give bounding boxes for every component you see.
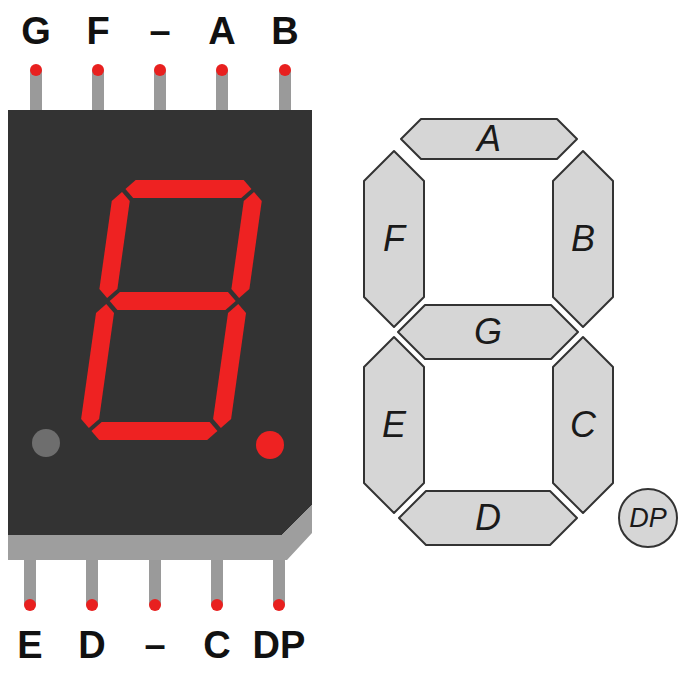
segment-polygon bbox=[401, 119, 577, 159]
lit-segment bbox=[212, 304, 247, 428]
segment-label: F bbox=[383, 221, 405, 257]
unlit-dot bbox=[32, 429, 60, 457]
segment-polygon bbox=[364, 151, 424, 327]
pin bbox=[211, 556, 223, 605]
segment-label: A bbox=[477, 121, 501, 157]
lit-segment bbox=[108, 292, 237, 310]
top-pins bbox=[30, 64, 291, 114]
pin-name: C bbox=[203, 626, 230, 664]
pin bbox=[30, 70, 42, 114]
lit-segment bbox=[98, 192, 131, 298]
segment-shape: G bbox=[397, 304, 579, 360]
segment-label: E bbox=[382, 407, 406, 443]
pin-tip bbox=[86, 599, 98, 611]
segment-label: C bbox=[570, 407, 596, 443]
segment-shape: F bbox=[363, 150, 425, 328]
pin-tip bbox=[149, 599, 161, 611]
pin-name: D bbox=[78, 626, 105, 664]
pin bbox=[273, 556, 285, 605]
segment-polygon bbox=[398, 305, 578, 359]
pin-tip bbox=[92, 64, 104, 76]
segment-polygon bbox=[553, 151, 613, 327]
pin-name: F bbox=[86, 12, 109, 50]
lit-segment bbox=[90, 422, 219, 440]
pin-tip bbox=[211, 599, 223, 611]
pin bbox=[149, 556, 161, 605]
pin-name: A bbox=[208, 12, 235, 50]
decimal-point-circle: DP bbox=[618, 488, 678, 548]
pin bbox=[216, 70, 228, 114]
segment-shape: B bbox=[552, 150, 614, 328]
segment-shape: A bbox=[400, 118, 578, 160]
segment-shape: D bbox=[398, 490, 578, 546]
segment-polygon bbox=[364, 337, 424, 513]
pin-tip bbox=[216, 64, 228, 76]
segment-label: G bbox=[474, 314, 502, 350]
segment-label: D bbox=[475, 500, 501, 536]
package-body bbox=[8, 110, 312, 535]
pin-name: G bbox=[21, 12, 51, 50]
bottom-pins bbox=[24, 556, 285, 611]
segment-shape: C bbox=[552, 336, 614, 514]
package-base bbox=[8, 505, 312, 560]
pin-tip bbox=[273, 599, 285, 611]
pin bbox=[24, 556, 36, 605]
pin bbox=[92, 70, 104, 114]
pin-name: DP bbox=[253, 626, 306, 664]
segment-label: B bbox=[571, 221, 595, 257]
segment-polygon bbox=[553, 337, 613, 513]
pin bbox=[154, 70, 166, 114]
segment-label: DP bbox=[629, 505, 667, 532]
pin-name: – bbox=[149, 12, 170, 50]
pin-tip bbox=[279, 64, 291, 76]
pin-name: – bbox=[144, 626, 165, 664]
decimal-point-shape bbox=[619, 489, 677, 547]
segment-shape: E bbox=[363, 336, 425, 514]
lit-digit bbox=[78, 180, 265, 440]
lit-segment bbox=[230, 192, 263, 298]
pin-tip bbox=[154, 64, 166, 76]
pin bbox=[86, 556, 98, 605]
pin-tip bbox=[30, 64, 42, 76]
lit-dot bbox=[256, 431, 284, 459]
pin-name: E bbox=[17, 626, 42, 664]
pin-tip bbox=[24, 599, 36, 611]
pin-name: B bbox=[271, 12, 298, 50]
pin bbox=[279, 70, 291, 114]
segment-polygon bbox=[399, 491, 577, 545]
lit-segment bbox=[80, 304, 115, 428]
lit-segment bbox=[124, 180, 253, 198]
